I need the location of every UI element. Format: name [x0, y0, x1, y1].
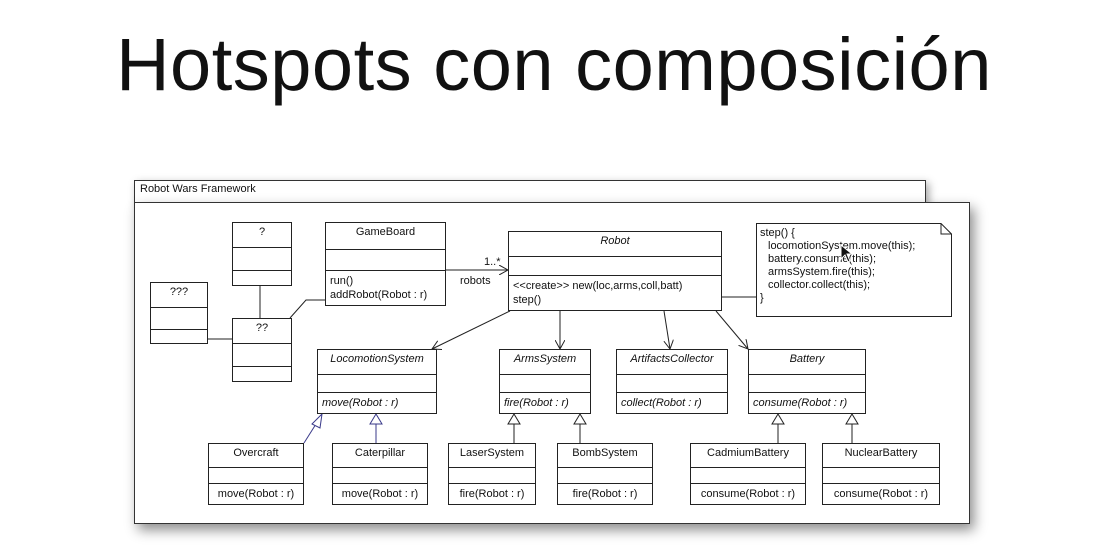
class-name: ?	[258, 226, 266, 238]
class-name: GameBoard	[355, 226, 416, 238]
note-line: collector.collect(this);	[768, 279, 871, 291]
dep-robot-locomotion	[432, 310, 511, 349]
class-name: LocomotionSystem	[330, 353, 424, 365]
note-line: }	[760, 292, 764, 304]
class-name: NuclearBattery	[844, 447, 918, 459]
class-unknown-1[interactable]: ?	[232, 222, 292, 286]
note-line: step() {	[760, 227, 795, 239]
class-name: ??	[255, 322, 269, 334]
class-gameboard[interactable]: GameBoard run() addRobot(Robot : r)	[325, 222, 446, 306]
class-unknown-2[interactable]: ??	[232, 318, 292, 382]
class-name: BombSystem	[572, 447, 638, 459]
class-name: Overcraft	[233, 447, 279, 459]
class-name: Caterpillar	[354, 447, 406, 459]
operation: addRobot(Robot : r)	[330, 289, 428, 301]
mouse-cursor-icon	[840, 244, 854, 263]
operation: move(Robot : r)	[322, 397, 399, 409]
operation: collect(Robot : r)	[621, 397, 702, 409]
gen-overcraft	[303, 423, 317, 444]
note-shape	[756, 223, 952, 317]
operation: move(Robot : r)	[217, 488, 295, 500]
class-arms-system[interactable]: ArmsSystem fire(Robot : r)	[499, 349, 591, 414]
class-bomb-system[interactable]: BombSystem fire(Robot : r)	[557, 443, 653, 505]
note-line: armsSystem.fire(this);	[768, 266, 875, 278]
class-nuclear-battery[interactable]: NuclearBattery consume(Robot : r)	[822, 443, 940, 505]
gen-arrow-caterpillar	[369, 413, 383, 425]
note-line: battery.consume(this);	[768, 253, 877, 265]
class-name: ???	[169, 286, 189, 298]
class-battery[interactable]: Battery consume(Robot : r)	[748, 349, 866, 414]
page-title: Hotspots con composición	[116, 23, 992, 106]
step-code-note: step() { locomotionSystem.move(this); ba…	[756, 223, 952, 317]
gen-arrow-laser	[507, 413, 521, 425]
operation: fire(Robot : r)	[504, 397, 569, 409]
class-name: Robot	[600, 235, 630, 247]
class-cadmium-battery[interactable]: CadmiumBattery consume(Robot : r)	[690, 443, 806, 505]
operation: consume(Robot : r)	[700, 488, 796, 500]
gen-arrow-cadmium	[771, 413, 785, 425]
class-artifacts-collector[interactable]: ArtifactsCollector collect(Robot : r)	[616, 349, 728, 414]
class-name: ArmsSystem	[513, 353, 577, 365]
link-q2-gameboard	[289, 299, 326, 319]
operation: move(Robot : r)	[341, 488, 419, 500]
class-name: CadmiumBattery	[707, 447, 789, 459]
dep-robot-artifacts	[663, 310, 670, 349]
association-multiplicity: 1..*	[484, 256, 501, 268]
operation: <<create>> new(loc,arms,coll,batt)	[513, 280, 683, 292]
class-name: Battery	[789, 353, 825, 365]
package-frame-back	[134, 180, 926, 206]
package-label: Robot Wars Framework	[140, 183, 256, 195]
operation: run()	[330, 275, 354, 287]
class-caterpillar[interactable]: Caterpillar move(Robot : r)	[332, 443, 428, 505]
class-unknown-3[interactable]: ???	[150, 282, 208, 344]
operation: step()	[513, 294, 542, 306]
operation: fire(Robot : r)	[572, 488, 638, 500]
gen-arrow-nuclear	[845, 413, 859, 425]
dep-robot-battery	[715, 310, 748, 349]
class-name: LaserSystem	[459, 447, 525, 459]
class-locomotion-system[interactable]: LocomotionSystem move(Robot : r)	[317, 349, 437, 414]
operation: consume(Robot : r)	[833, 488, 929, 500]
class-laser-system[interactable]: LaserSystem fire(Robot : r)	[448, 443, 536, 505]
class-overcraft[interactable]: Overcraft move(Robot : r)	[208, 443, 304, 505]
gen-arrow-overcraft	[311, 412, 323, 429]
association-role: robots	[460, 275, 491, 287]
operation: fire(Robot : r)	[459, 488, 525, 500]
class-name: ArtifactsCollector	[630, 353, 714, 365]
gen-arrow-bomb	[573, 413, 587, 425]
note-line: locomotionSystem.move(this);	[760, 240, 948, 253]
operation: consume(Robot : r)	[753, 397, 848, 409]
class-robot[interactable]: Robot <<create>> new(loc,arms,coll,batt)…	[508, 231, 722, 311]
